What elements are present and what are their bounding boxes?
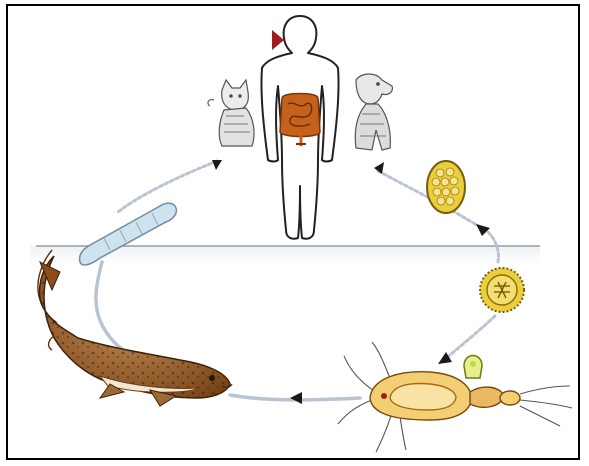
copepod-icon <box>338 342 572 452</box>
infection-marker <box>272 30 284 50</box>
egg-icon <box>427 161 465 213</box>
arrow-egg-to-water <box>476 224 490 236</box>
arrow-to-cat <box>212 160 222 170</box>
coracidium-icon <box>480 268 524 312</box>
dog-icon <box>355 74 392 150</box>
arrow-to-fish <box>290 392 302 404</box>
fish-icon <box>38 250 232 406</box>
cat-icon <box>208 80 254 146</box>
procercoid-icon <box>464 356 482 379</box>
